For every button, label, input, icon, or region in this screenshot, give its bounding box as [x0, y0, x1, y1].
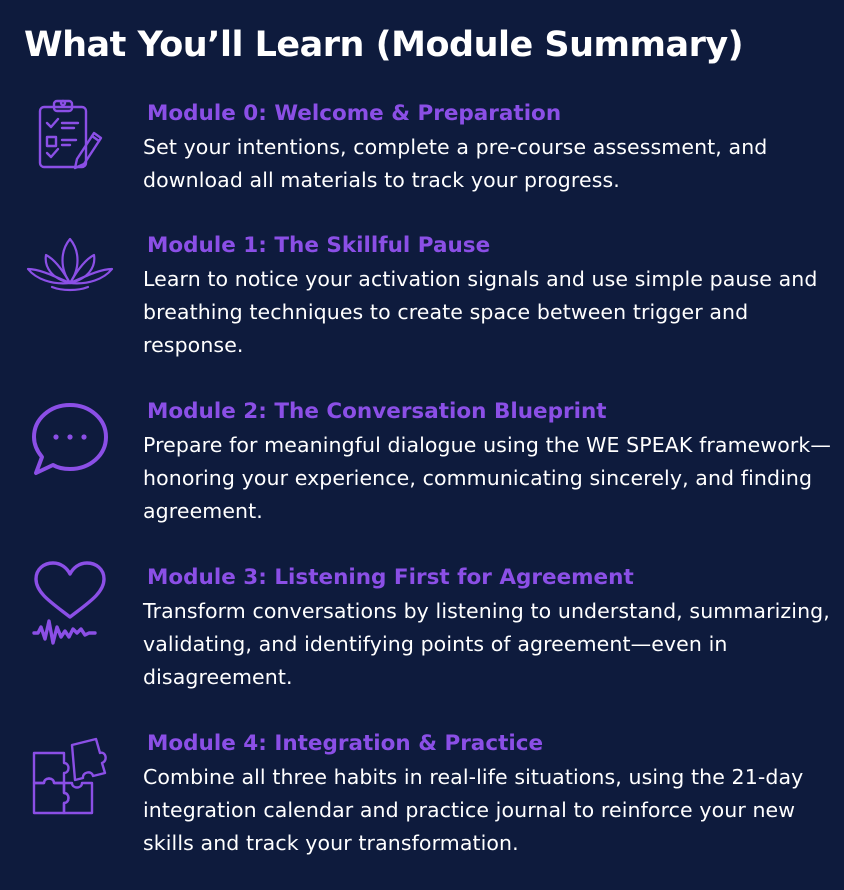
module-description: Combine all three habits in real-life si… [143, 764, 804, 855]
module-title: Module 4: Integration & Practice [147, 731, 544, 756]
module-description: Set your intentions, complete a pre-cour… [143, 134, 768, 192]
module-title: Module 0: Welcome & Preparation [147, 101, 562, 126]
module-title: Module 1: The Skillful Pause [147, 233, 491, 258]
chat-bubble-icon [22, 393, 118, 489]
page-title: What You’ll Learn (Module Summary) [24, 25, 744, 65]
module-description: Prepare for meaningful dialogue using th… [143, 432, 831, 523]
module-description: Transform conversations by listening to … [143, 598, 830, 689]
module-description: Learn to notice your activation signals … [143, 266, 818, 357]
module-title: Module 2: The Conversation Blueprint [147, 399, 607, 424]
clipboard-checklist-icon [22, 97, 118, 193]
puzzle-pieces-icon [22, 733, 118, 829]
module-title: Module 3: Listening First for Agreement [147, 565, 634, 590]
lotus-icon [22, 217, 118, 313]
heart-soundwave-icon [22, 557, 118, 653]
